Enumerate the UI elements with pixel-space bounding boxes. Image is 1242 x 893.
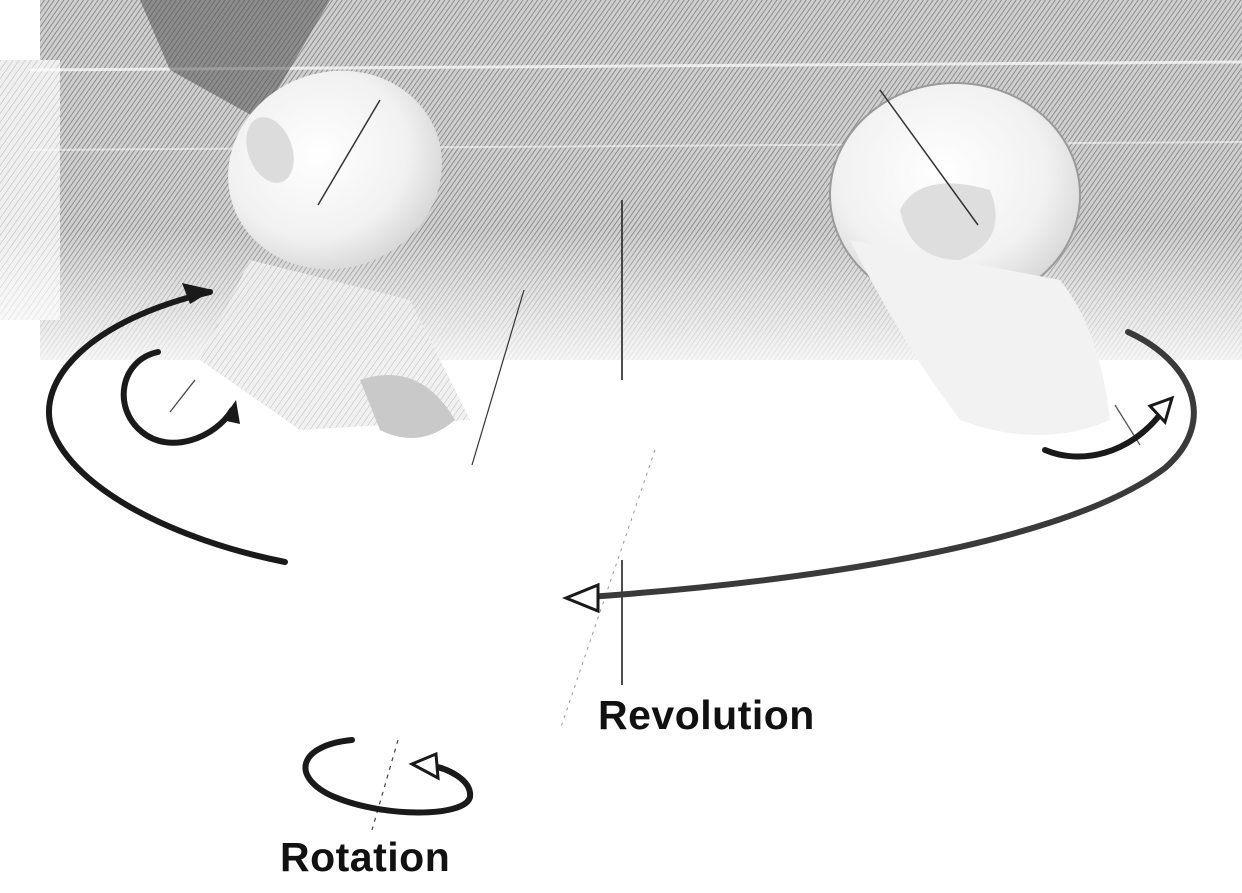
revolution-label: Revolution [598, 692, 815, 739]
rotation-legend-arrow [305, 740, 470, 830]
rotation-label: Rotation [280, 834, 450, 881]
